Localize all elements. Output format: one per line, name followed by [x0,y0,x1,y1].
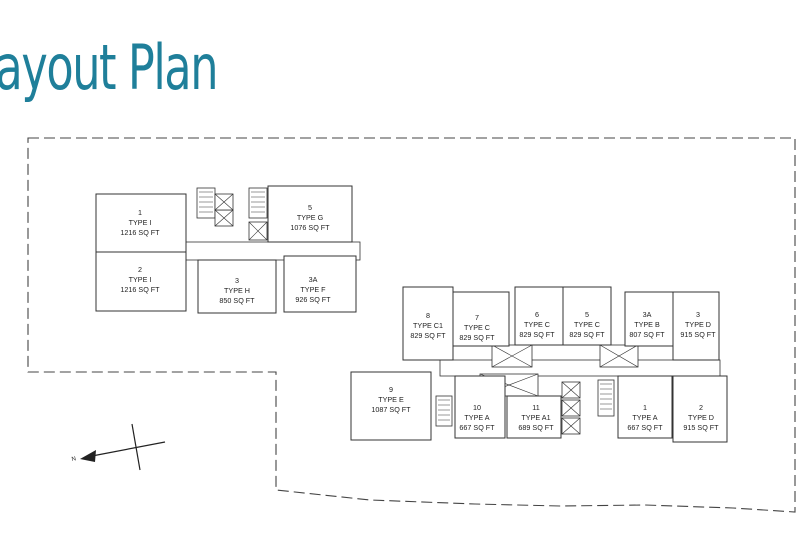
unit-type: TYPE D [688,413,714,422]
unit-10-east: 10 TYPE A 667 SQ FT [454,375,506,439]
unit-1-east: 1 TYPE A 667 SQ FT [617,375,673,439]
unit-number: 8 [426,311,430,320]
unit-area: 689 SQ FT [518,423,554,432]
unit-3-west: 3 TYPE H 850 SQ FT [197,259,277,314]
unit-number: 1 [138,208,142,217]
unit-number: 6 [535,310,539,319]
unit-number: 3 [235,276,239,285]
unit-type: TYPE D [685,320,711,329]
unit-3a-east: 3A TYPE B 807 SQ FT [624,291,674,347]
unit-11-east: 11 TYPE A1 689 SQ FT [506,395,562,439]
elevator-core [561,381,581,435]
unit-number: 2 [699,403,703,412]
unit-type: TYPE F [300,285,326,294]
unit-area: 829 SQ FT [410,331,446,340]
unit-type: TYPE A1 [521,413,550,422]
unit-area: 829 SQ FT [519,330,555,339]
elevator-core [248,221,268,241]
unit-number: 5 [308,203,312,212]
unit-number: 11 [532,403,539,412]
unit-type: TYPE G [297,213,324,222]
site-boundary [27,137,796,513]
unit-number: 2 [138,265,142,274]
unit-number: 10 [473,403,481,412]
unit-area: 1087 SQ FT [371,405,411,414]
unit-5-west: 5 TYPE G 1076 SQ FT [267,185,353,243]
unit-area: 915 SQ FT [683,423,719,432]
elevator-core [214,193,234,227]
north-label: N [71,456,76,463]
unit-area: 1216 SQ FT [120,228,160,237]
unit-type: TYPE C [524,320,550,329]
unit-area: 829 SQ FT [569,330,605,339]
unit-type: TYPE B [634,320,660,329]
unit-type: TYPE C [574,320,600,329]
unit-number: 1 [643,403,647,412]
stair-core [196,187,216,219]
unit-area: 1216 SQ FT [120,285,160,294]
unit-9-east: 9 TYPE E 1087 SQ FT [350,371,432,441]
unit-type: TYPE A [632,413,657,422]
unit-type: TYPE I [129,218,152,227]
unit-number: 9 [389,385,393,394]
unit-7-east: 7 TYPE C 829 SQ FT [452,291,510,347]
unit-area: 667 SQ FT [459,423,495,432]
unit-8-east: 8 TYPE C1 829 SQ FT [402,286,454,361]
unit-area: 807 SQ FT [629,330,665,339]
unit-area: 1076 SQ FT [290,223,330,232]
stair-core [248,187,268,219]
unit-2-west: 2 TYPE I 1216 SQ FT [95,251,187,312]
unit-type: TYPE A [464,413,489,422]
unit-area: 850 SQ FT [219,296,255,305]
unit-5-east: 5 TYPE C 829 SQ FT [562,286,612,346]
unit-3-east: 3 TYPE D 915 SQ FT [672,291,720,361]
stair-core [435,379,615,427]
unit-2-east: 2 TYPE D 915 SQ FT [672,375,728,443]
unit-1-west: 1 TYPE I 1216 SQ FT [95,193,187,253]
unit-3a-west: 3A TYPE F 926 SQ FT [283,255,357,313]
unit-type: TYPE H [224,286,250,295]
unit-area: 829 SQ FT [459,333,495,342]
unit-number: 3A [643,310,652,319]
unit-number: 7 [475,313,479,322]
page-title: Layout Plan [0,31,219,104]
unit-6-east: 6 TYPE C 829 SQ FT [514,286,564,346]
unit-type: TYPE C1 [413,321,443,330]
unit-type: TYPE C [464,323,490,332]
unit-type: TYPE E [378,395,404,404]
unit-number: 3A [309,275,318,284]
unit-area: 926 SQ FT [295,295,331,304]
unit-number: 3 [696,310,700,319]
unit-number: 5 [585,310,589,319]
unit-area: 667 SQ FT [627,423,663,432]
unit-type: TYPE I [129,275,152,284]
unit-area: 915 SQ FT [680,330,716,339]
north-arrow-icon: N [71,423,166,471]
